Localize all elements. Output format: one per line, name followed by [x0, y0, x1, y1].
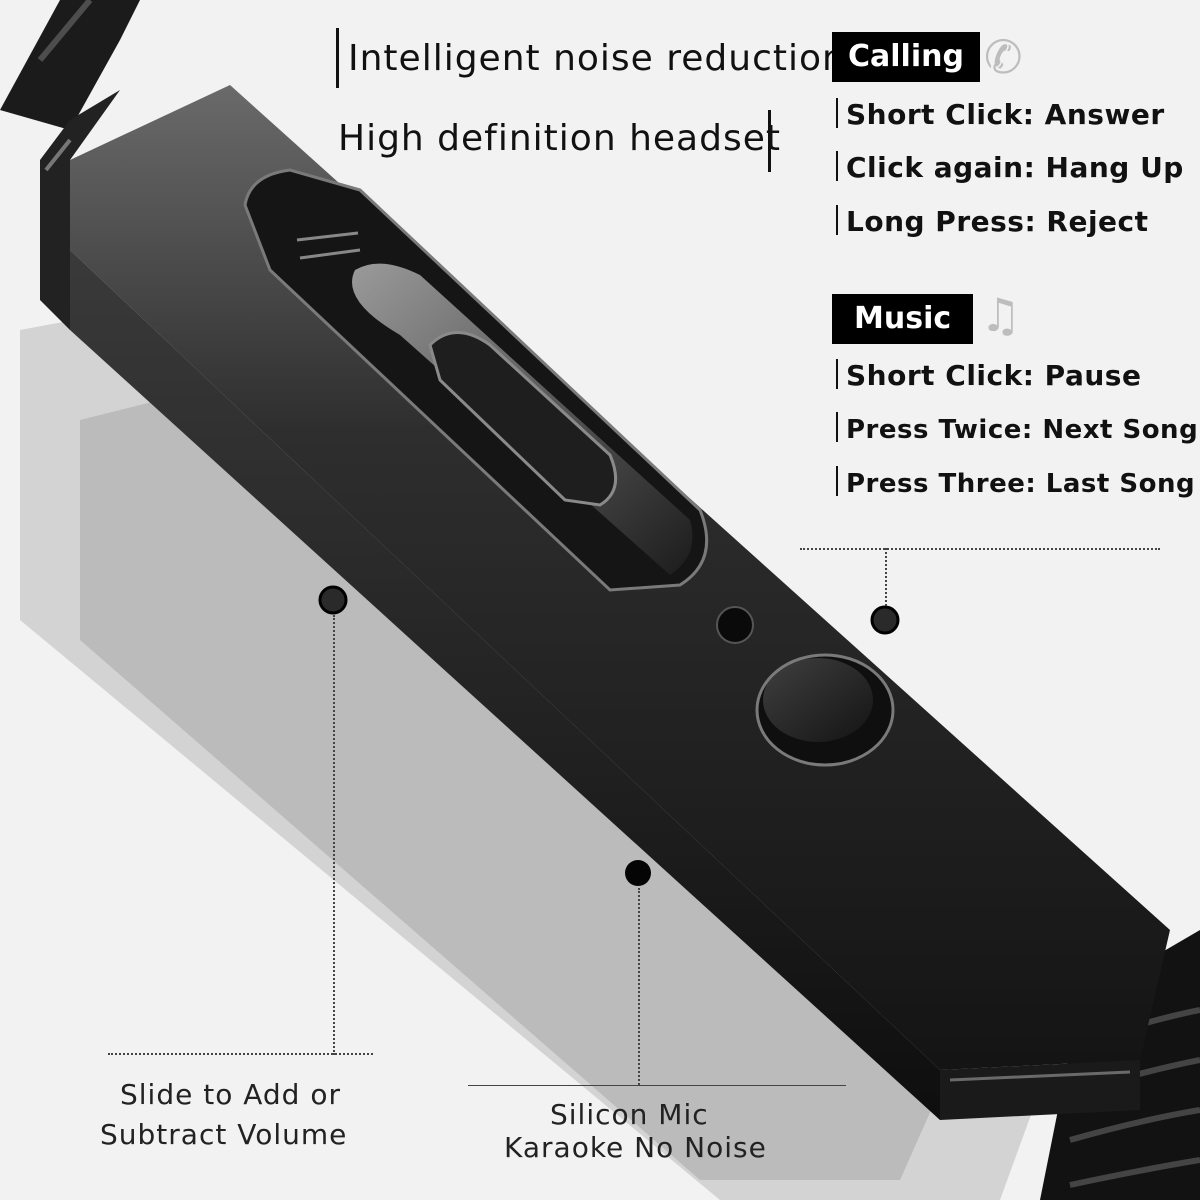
music-item-label: Press Twice: Next Song [846, 415, 1199, 445]
calling-item-label: Long Press: Reject [846, 205, 1149, 238]
music-item: Short Click: Pause [836, 359, 1141, 392]
volume-slider [243, 168, 709, 592]
music-item-label: Press Three: Last Song [846, 469, 1196, 499]
calling-item: Long Press: Reject [836, 205, 1149, 238]
headline-hd-headset: High definition headset [338, 118, 781, 159]
volume-caption-line1: Slide to Add or [120, 1078, 341, 1111]
cable-top [0, 0, 140, 130]
item-divider [836, 412, 838, 442]
callout-base-button [800, 548, 1160, 550]
calling-item-label: Click again: Hang Up [846, 151, 1184, 184]
music-item-label: Short Click: Pause [846, 359, 1142, 392]
callout-base-volume [108, 1053, 373, 1055]
calling-tag: Calling [832, 32, 980, 82]
music-tag: Music [832, 294, 974, 344]
microphone-hole [716, 606, 754, 644]
mic-caption-line2: Karaoke No Noise [504, 1131, 767, 1164]
music-item: Press Three: Last Song [836, 466, 1195, 499]
music-note-icon: ♫ [980, 288, 1022, 342]
callout-line-volume [333, 615, 335, 1055]
phone-icon: ✆ [984, 30, 1023, 84]
callout-base-mic [468, 1085, 846, 1086]
headline-bar-right [768, 110, 771, 172]
item-divider [836, 151, 838, 181]
headline-noise-reduction: Intelligent noise reduction [348, 38, 846, 79]
callout-dot-button [870, 605, 900, 635]
callout-line-mic [638, 888, 640, 1085]
music-item: Press Twice: Next Song [836, 412, 1198, 445]
calling-item: Short Click: Answer [836, 98, 1165, 131]
function-button [755, 653, 895, 767]
callout-dot-volume [318, 585, 348, 615]
headline-bar-left [336, 28, 339, 88]
volume-caption-line2: Subtract Volume [100, 1118, 348, 1151]
item-divider [836, 98, 838, 128]
item-divider [836, 359, 838, 389]
item-divider [836, 205, 838, 235]
item-divider [836, 466, 838, 496]
callout-line-button [885, 548, 887, 606]
calling-item: Click again: Hang Up [836, 151, 1184, 184]
calling-item-label: Short Click: Answer [846, 98, 1165, 131]
mic-caption-line1: Silicon Mic [550, 1098, 709, 1131]
callout-dot-mic [625, 860, 651, 886]
